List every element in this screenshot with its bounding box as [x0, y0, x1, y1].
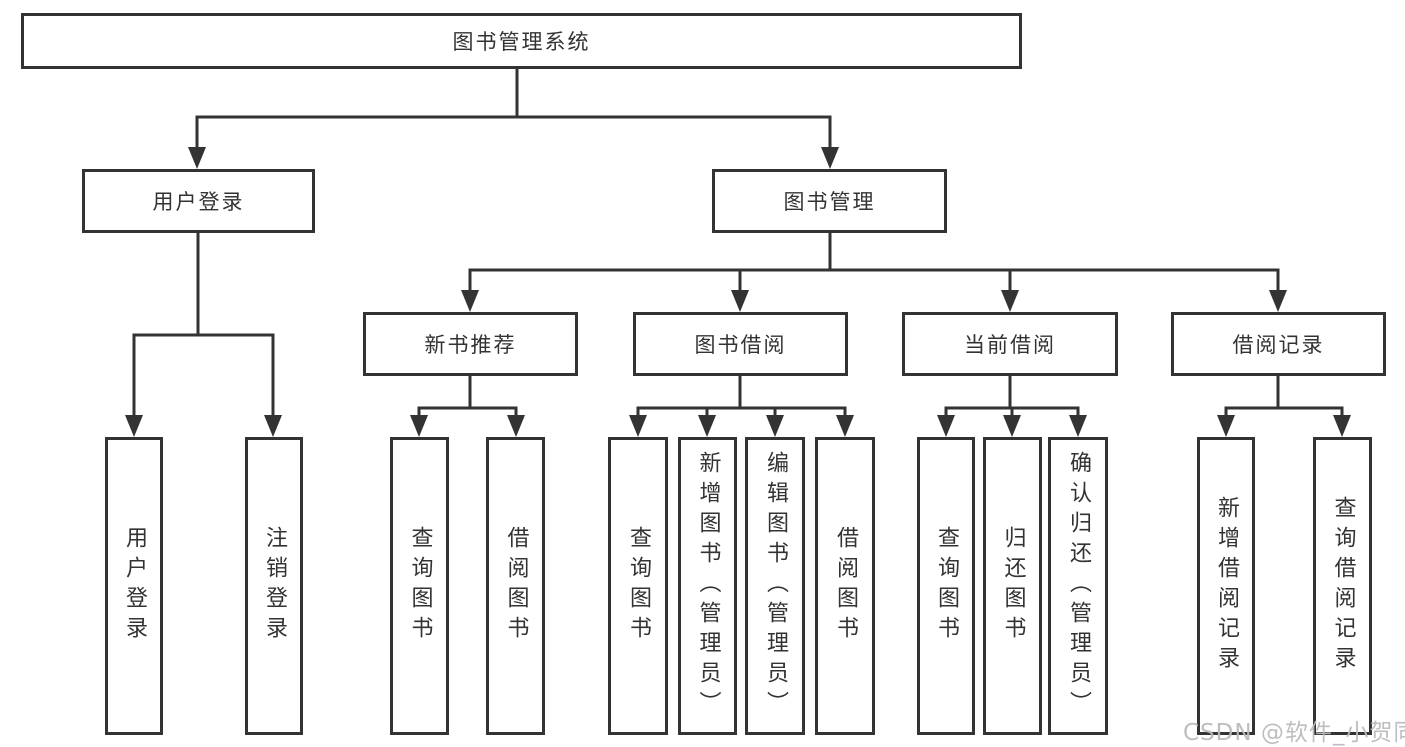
node-book-borrowing-label: 图书借阅	[694, 333, 787, 357]
node-book-borrowing: 图书借阅	[633, 312, 848, 376]
leaf-borrow-books-recommend-label: 借阅图书	[503, 526, 529, 646]
node-new-book-recommend-label: 新书推荐	[424, 333, 517, 357]
leaf-add-book-admin: 新增图书（管理员）	[678, 437, 737, 735]
node-book-management-label: 图书管理	[783, 190, 876, 214]
leaf-add-book-admin-label: 新增图书（管理员）	[695, 451, 721, 721]
node-borrowing-records-label: 借阅记录	[1232, 333, 1325, 357]
leaf-confirm-return-admin: 确认归还（管理员）	[1048, 437, 1108, 735]
node-user-login-label: 用户登录	[152, 190, 245, 214]
leaf-logout-label: 注销登录	[262, 526, 287, 646]
leaf-borrow-books-borrowing-label: 借阅图书	[833, 526, 858, 646]
leaf-query-books-borrowing: 查询图书	[608, 437, 668, 735]
node-new-book-recommend: 新书推荐	[363, 312, 578, 376]
leaf-confirm-return-admin-label: 确认归还（管理员）	[1066, 451, 1091, 721]
node-current-borrowing: 当前借阅	[902, 312, 1118, 376]
leaf-query-books-borrowing-label: 查询图书	[626, 526, 651, 646]
leaf-user-login: 用户登录	[105, 437, 163, 735]
leaf-query-books-current: 查询图书	[917, 437, 975, 735]
leaf-query-borrow-record: 查询借阅记录	[1313, 437, 1372, 735]
node-root: 图书管理系统	[21, 13, 1022, 69]
csdn-watermark: CSDN @软件_小贺同学	[1183, 720, 1405, 746]
leaf-query-books-recommend: 查询图书	[390, 437, 449, 735]
leaf-edit-book-admin-label: 编辑图书（管理员）	[763, 451, 788, 721]
leaf-add-borrow-record: 新增借阅记录	[1197, 437, 1255, 735]
node-user-login: 用户登录	[82, 169, 315, 233]
leaf-query-books-current-label: 查询图书	[934, 526, 959, 646]
leaf-user-login-label: 用户登录	[122, 526, 147, 646]
leaf-borrow-books-recommend: 借阅图书	[486, 437, 545, 735]
leaf-return-book-label: 归还图书	[1000, 526, 1026, 646]
leaf-add-borrow-record-label: 新增借阅记录	[1214, 496, 1239, 676]
node-root-label: 图书管理系统	[452, 30, 591, 54]
leaf-query-books-recommend-label: 查询图书	[407, 526, 433, 646]
leaf-return-book: 归还图书	[983, 437, 1042, 735]
node-borrowing-records: 借阅记录	[1171, 312, 1386, 376]
node-current-borrowing-label: 当前借阅	[964, 333, 1056, 357]
leaf-borrow-books-borrowing: 借阅图书	[815, 437, 875, 735]
leaf-query-borrow-record-label: 查询借阅记录	[1330, 496, 1356, 676]
node-book-management: 图书管理	[712, 169, 947, 233]
leaf-edit-book-admin: 编辑图书（管理员）	[745, 437, 805, 735]
leaf-logout: 注销登录	[245, 437, 303, 735]
